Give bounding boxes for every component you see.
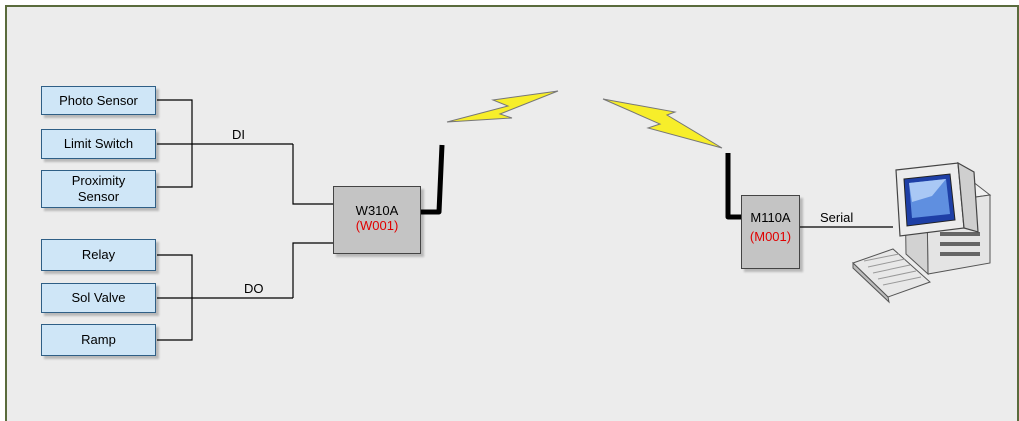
device-id: (W001) bbox=[355, 218, 399, 233]
output-label: Relay bbox=[81, 247, 116, 262]
device-name: W310A bbox=[355, 203, 399, 218]
input-label: Proximity Sensor bbox=[71, 173, 126, 204]
device-id: (M001) bbox=[749, 229, 792, 244]
input-label: Photo Sensor bbox=[59, 92, 138, 108]
output-ramp: Ramp bbox=[41, 324, 156, 356]
do-bus-lines bbox=[157, 242, 333, 341]
remote-antenna bbox=[421, 144, 445, 215]
master-antenna bbox=[725, 153, 741, 220]
output-relay: Relay bbox=[41, 239, 156, 271]
input-limit-switch: Limit Switch bbox=[41, 129, 156, 159]
device-name: M110A bbox=[750, 210, 791, 225]
remote-unit-w310a: W310A (W001) bbox=[333, 186, 421, 254]
output-label: Sol Valve bbox=[71, 290, 126, 305]
input-proximity-sensor: Proximity Sensor bbox=[41, 170, 156, 208]
lightning-bolt-icon bbox=[602, 98, 723, 149]
serial-label: Serial bbox=[820, 210, 854, 225]
di-bus-lines bbox=[157, 99, 333, 205]
input-photo-sensor: Photo Sensor bbox=[41, 86, 156, 115]
do-label: DO bbox=[244, 281, 264, 296]
output-label: Ramp bbox=[81, 332, 116, 347]
master-unit-m110a: M110A (M001) bbox=[741, 195, 800, 269]
di-label: DI bbox=[232, 127, 245, 142]
desktop-computer-icon bbox=[852, 161, 992, 304]
lightning-bolt-icon bbox=[446, 90, 559, 123]
output-sol-valve: Sol Valve bbox=[41, 283, 156, 313]
input-label: Limit Switch bbox=[63, 136, 134, 151]
diagram-frame bbox=[5, 5, 1019, 421]
